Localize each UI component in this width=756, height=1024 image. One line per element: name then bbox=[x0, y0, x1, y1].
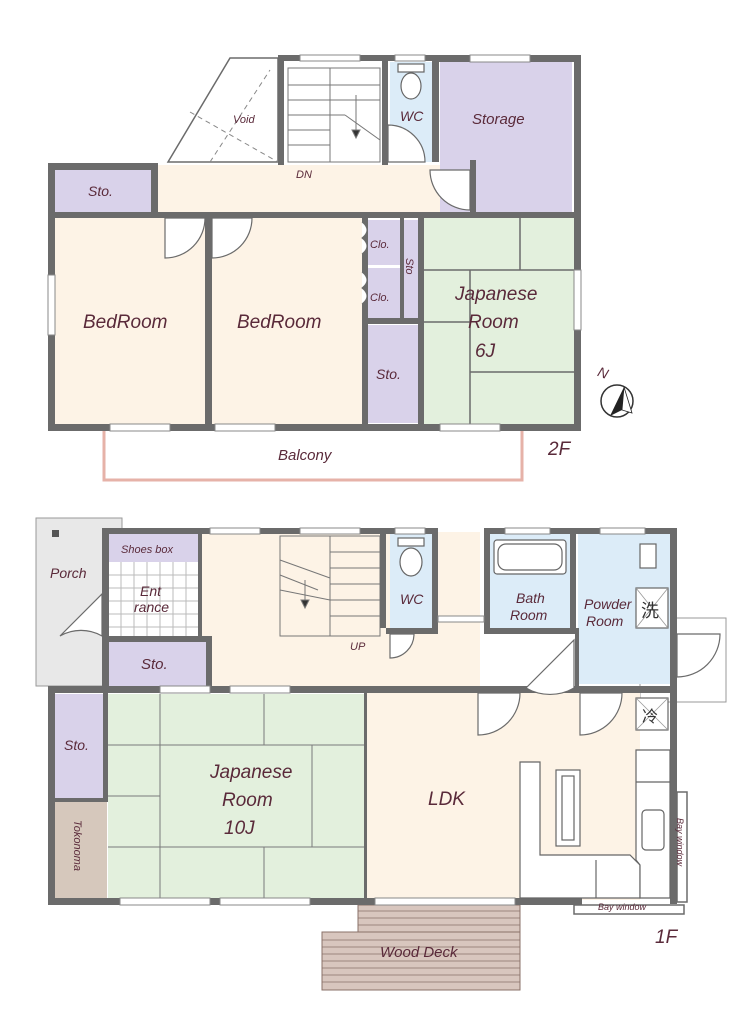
japanese-room-6j-label-2: Room bbox=[468, 312, 519, 333]
windows-2f bbox=[47, 54, 582, 432]
toilet-2f bbox=[397, 63, 425, 100]
sto-top-area bbox=[55, 170, 153, 212]
clo-1-label: Clo. bbox=[370, 239, 390, 251]
porch-post bbox=[52, 530, 59, 537]
entrance-label-2: rance bbox=[134, 599, 169, 615]
sto-top-label: Sto. bbox=[88, 183, 113, 199]
void-area bbox=[166, 57, 279, 163]
bath-room-label-2: Room bbox=[510, 607, 548, 623]
bay-window-bottom bbox=[573, 904, 685, 915]
entrance-area bbox=[108, 562, 198, 638]
sto-vertical-label: Sto bbox=[403, 258, 415, 275]
japanese-room-6j-label-3: 6J bbox=[475, 341, 496, 362]
japanese-room-6j-label-1: Japanese bbox=[454, 284, 537, 305]
balcony-label: Balcony bbox=[278, 447, 333, 464]
staircase-1f bbox=[279, 535, 381, 637]
up-label: UP bbox=[350, 641, 366, 653]
japanese-room-10j-label-2: Room bbox=[222, 790, 273, 811]
japanese-room-10j-area bbox=[108, 694, 364, 898]
washer-icon: 洗 bbox=[635, 587, 669, 629]
hall-2f-area bbox=[158, 165, 470, 215]
fridge-symbol: 冷 bbox=[642, 707, 658, 726]
wc-2f-label: WC bbox=[400, 108, 424, 124]
japanese-room-6j-area bbox=[424, 218, 574, 424]
sto-mid-label: Sto. bbox=[376, 366, 401, 382]
dn-label: DN bbox=[296, 169, 312, 181]
sto-left-label: Sto. bbox=[141, 656, 168, 673]
floor-2: Void WC Storage DN Sto. BedRoom BedRoom … bbox=[47, 54, 634, 482]
closet-doors-2f bbox=[361, 221, 368, 305]
bay-window-right bbox=[676, 791, 688, 903]
shoes-box-label: Shoes box bbox=[121, 544, 173, 556]
doors-2f bbox=[164, 124, 471, 259]
fridge-icon: 冷 bbox=[635, 697, 669, 731]
powder-room-label-2: Room bbox=[586, 613, 624, 629]
compass-north-label: N bbox=[596, 363, 612, 382]
tokonoma-area bbox=[55, 802, 107, 898]
tokonoma-label: Tokonoma bbox=[71, 820, 83, 871]
doors-1f bbox=[59, 592, 721, 736]
floor-1: 洗 冷 Porch Shoes box Ent rance Sto. Sto. … bbox=[35, 517, 727, 991]
toilet-1f bbox=[397, 537, 425, 577]
bay-window-right-label: Bay window bbox=[675, 818, 685, 867]
japanese-room-10j-label-3: 10J bbox=[224, 818, 255, 839]
bath-room-label-1: Bath bbox=[516, 590, 545, 606]
sto-side-area bbox=[55, 694, 103, 800]
sto-left-area bbox=[108, 642, 206, 686]
washer-symbol: 洗 bbox=[641, 601, 659, 622]
japanese-room-10j-label-1: Japanese bbox=[209, 762, 292, 783]
sto-vertical-area bbox=[403, 220, 418, 318]
bedroom-2-label: BedRoom bbox=[237, 312, 322, 333]
walls-1f bbox=[48, 528, 677, 905]
wood-deck-label: Wood Deck bbox=[380, 944, 459, 961]
ldk-label: LDK bbox=[428, 789, 466, 810]
powder-room-label-1: Powder bbox=[584, 596, 633, 612]
floor-1f-label: 1F bbox=[655, 927, 679, 948]
void-label: Void bbox=[233, 114, 255, 126]
compass-icon: N bbox=[596, 363, 634, 418]
clo-2-label: Clo. bbox=[370, 292, 390, 304]
bedroom-2-area bbox=[212, 218, 362, 424]
washbasin bbox=[639, 543, 657, 569]
entrance-label-1: Ent bbox=[140, 583, 162, 599]
bay-window-bottom-label: Bay window bbox=[598, 902, 647, 912]
balcony-area bbox=[102, 426, 524, 482]
floor-2f-label: 2F bbox=[547, 439, 572, 460]
clo-1-area bbox=[368, 220, 400, 265]
windows-1f bbox=[119, 527, 646, 906]
porch-label: Porch bbox=[50, 565, 87, 581]
staircase-2f bbox=[287, 67, 381, 163]
sto-side-label: Sto. bbox=[64, 737, 89, 753]
storage-label: Storage bbox=[472, 111, 525, 128]
clo-2-area bbox=[368, 268, 400, 318]
wood-deck-area bbox=[321, 904, 521, 991]
wc-1f-label: WC bbox=[400, 591, 424, 607]
kitchen-counter bbox=[519, 749, 671, 899]
shoes-box-area bbox=[108, 534, 198, 562]
stair-2f-area bbox=[285, 60, 385, 165]
sto-mid-area bbox=[368, 325, 418, 423]
bedroom-1-label: BedRoom bbox=[83, 312, 168, 333]
bathtub bbox=[493, 539, 567, 575]
